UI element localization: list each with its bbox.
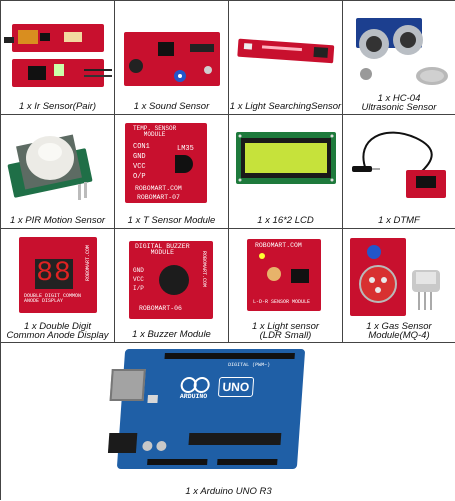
- buzzer-pin-vcc: VCC: [133, 276, 144, 283]
- product-card-dtmf[interactable]: 1 x DTMF: [343, 115, 455, 229]
- usb-port: [109, 369, 146, 401]
- ultrasonic-sensor-image: [356, 18, 448, 85]
- temp-chip-label: LM35: [177, 145, 194, 153]
- digital-label: DIGITAL (PWM~): [227, 362, 271, 368]
- power-header: [147, 459, 208, 465]
- temp-pin-vcc: VCC: [133, 163, 146, 171]
- light-search-sensor-image: [237, 38, 335, 64]
- product-card-pir[interactable]: 1 x PIR Motion Sensor: [1, 115, 115, 229]
- product-caption: 1 x Buzzer Module: [132, 329, 211, 340]
- buzzer-title: DIGITAL BUZZER MODULE: [135, 243, 190, 256]
- temp-title: TEMP. SENSOR MODULE: [133, 125, 177, 138]
- arduino-infinity-logo: [180, 377, 211, 393]
- product-caption: 1 x Ir Sensor(Pair): [18, 101, 97, 112]
- buzzer-component: [159, 265, 189, 295]
- product-card-arduino[interactable]: DIGITAL (PWM~) ARDUINO UNO 1 x Arduino U…: [1, 343, 455, 501]
- pir-sensor-image: [7, 134, 93, 200]
- lm35-chip: [175, 155, 193, 173]
- buzzer-pin-gnd: GND: [133, 267, 144, 274]
- product-card-ldr[interactable]: ROBOMART.COM L-D-R SENSOR MODULE 1 x Lig…: [229, 229, 343, 343]
- product-caption: 1 x Double Digit Common Anode Display: [6, 321, 109, 341]
- temp-pin-op: O/P: [133, 173, 146, 181]
- product-card-lcd[interactable]: 1 x 16*2 LCD: [229, 115, 343, 229]
- temp-pin-con1: CON1: [133, 143, 150, 151]
- product-caption: 1 x Arduino UNO R3: [185, 486, 272, 497]
- double-digit-board: 88 DOUBLE DIGIT COMMON ANODE DISPLAY ROB…: [19, 237, 97, 313]
- product-caption: 1 x Light SearchingSensor: [229, 101, 342, 112]
- temp-model: ROBOMART-07: [137, 194, 180, 201]
- product-card-temp[interactable]: TEMP. SENSOR MODULE CON1 GND VCC O/P LM3…: [115, 115, 229, 229]
- ldr-sub: L-D-R SENSOR MODULE: [253, 299, 311, 305]
- product-caption: 1 x Sound Sensor: [133, 101, 210, 112]
- lcd-image: [236, 132, 336, 184]
- temp-brand: ROBOMART.COM: [135, 185, 182, 192]
- product-card-buzzer[interactable]: DIGITAL BUZZER MODULE GND VCC I/P ROBOMA…: [115, 229, 229, 343]
- uno-text: UNO: [222, 380, 250, 394]
- product-card-double-digit[interactable]: 88 DOUBLE DIGIT COMMON ANODE DISPLAY ROB…: [1, 229, 115, 343]
- capacitor-1: [142, 441, 153, 451]
- dtmf-image: [352, 131, 446, 198]
- ldr-led: [259, 253, 265, 259]
- reset-button: [147, 395, 158, 403]
- product-card-light-search[interactable]: 1 x Light SearchingSensor: [229, 1, 343, 115]
- product-caption: 1 x 16*2 LCD: [257, 215, 314, 226]
- capacitor-2: [156, 441, 167, 451]
- product-card-ir[interactable]: 1 x Ir Sensor(Pair): [1, 1, 115, 115]
- arduino-board: DIGITAL (PWM~) ARDUINO UNO: [107, 349, 306, 469]
- product-caption: 1 x T Sensor Module: [127, 215, 216, 226]
- product-caption: 1 x HC-04 Ultrasonic Sensor: [361, 93, 437, 113]
- product-card-gas[interactable]: 1 x Gas Sensor Module(MQ-4): [343, 229, 455, 343]
- sound-sensor-image: [124, 32, 220, 86]
- buzzer-brand: ROBOMART.COM: [201, 251, 207, 288]
- product-card-sound[interactable]: 1 x Sound Sensor: [115, 1, 229, 115]
- product-caption: 1 x Gas Sensor Module(MQ-4): [366, 321, 432, 341]
- double-digit-brand: ROBOMART.COM: [85, 245, 91, 282]
- temp-sensor-board: TEMP. SENSOR MODULE CON1 GND VCC O/P LM3…: [125, 123, 207, 203]
- temp-pin-gnd: GND: [133, 153, 146, 161]
- ldr-ic: [291, 269, 309, 283]
- arduino-logo-text: ARDUINO: [179, 393, 208, 400]
- buzzer-board: DIGITAL BUZZER MODULE GND VCC I/P ROBOMA…: [129, 241, 213, 319]
- double-digit-sub: DOUBLE DIGIT COMMON ANODE DISPLAY: [24, 293, 82, 304]
- ldr-board: ROBOMART.COM L-D-R SENSOR MODULE: [247, 239, 321, 311]
- digital-header: [164, 353, 295, 359]
- product-card-hc04[interactable]: 1 x HC-04 Ultrasonic Sensor: [343, 1, 455, 115]
- gas-sensor-image: [350, 238, 440, 316]
- power-jack: [107, 433, 138, 453]
- buzzer-model: ROBOMART-06: [139, 305, 182, 312]
- analog-header: [217, 459, 278, 465]
- seven-segment-display: 88: [35, 258, 73, 289]
- ir-sensor-image: [4, 24, 112, 87]
- buzzer-pin-ip: I/P: [133, 285, 144, 292]
- ldr-brand: ROBOMART.COM: [255, 242, 302, 249]
- atmega-chip: [188, 433, 282, 445]
- seven-segment-digits: 88: [36, 258, 72, 289]
- product-caption: 1 x DTMF: [378, 215, 420, 226]
- product-caption: 1 x PIR Motion Sensor: [9, 215, 106, 226]
- ldr-component: [267, 267, 281, 281]
- product-caption: 1 x Light sensor (LDR Small): [251, 321, 320, 341]
- uno-badge: UNO: [217, 377, 254, 397]
